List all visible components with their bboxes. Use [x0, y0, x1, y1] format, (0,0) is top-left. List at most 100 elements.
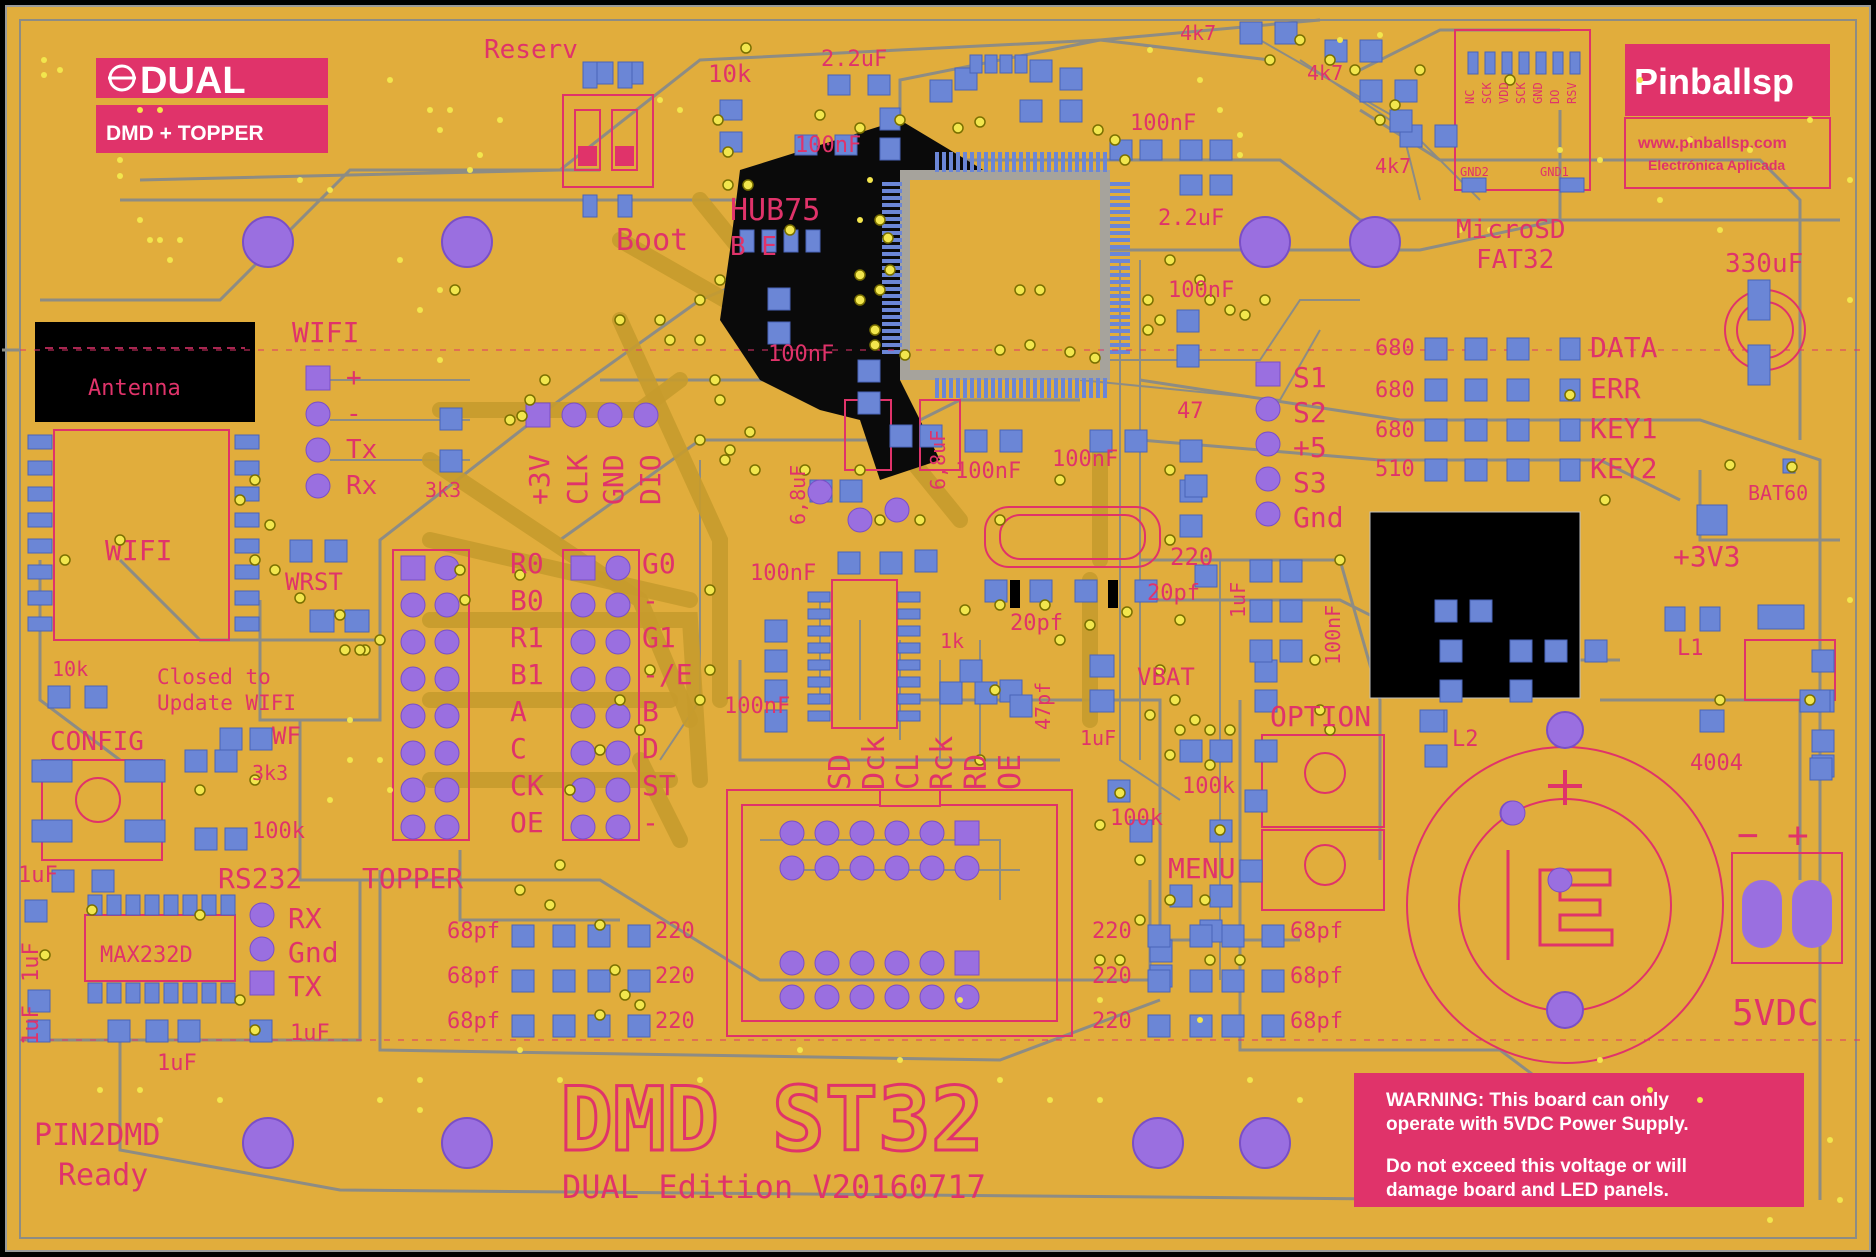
svg-text:510: 510 [1375, 457, 1415, 482]
svg-text:SCK: SCK [1480, 82, 1494, 104]
svg-text:680: 680 [1375, 418, 1415, 443]
svg-text:damage board and LED panels.: damage board and LED panels. [1386, 1180, 1669, 1201]
svg-text:220: 220 [1092, 964, 1132, 989]
svg-text:4k7: 4k7 [1180, 21, 1216, 45]
svg-text:FAT32: FAT32 [1476, 245, 1554, 275]
svg-text:68pf: 68pf [447, 919, 500, 944]
svg-text:SCK: SCK [1514, 82, 1528, 104]
svg-text:Gnd: Gnd [288, 936, 339, 969]
svg-text:220: 220 [655, 964, 695, 989]
board-title: DMD ST32 [560, 1068, 984, 1171]
mounting-holes [242, 216, 1401, 1169]
svg-text:1uF: 1uF [1080, 726, 1116, 750]
svg-text:OE: OE [510, 806, 544, 839]
svg-text:1uF: 1uF [1226, 582, 1250, 618]
svg-text:Electrónica Aplicada: Electrónica Aplicada [1648, 157, 1785, 173]
svg-text:Ready: Ready [58, 1158, 148, 1193]
svg-text:+: + [346, 363, 362, 393]
wifi-module: Antenna WIFI [35, 322, 255, 641]
svg-text:RSV: RSV [1565, 82, 1579, 104]
svg-text:www.pinballsp.com: www.pinballsp.com [1637, 135, 1787, 152]
max232-chip: MAX232D [84, 914, 236, 982]
svg-text:GND: GND [1531, 82, 1545, 104]
svg-text:NC: NC [1463, 90, 1477, 104]
hub75-connector [392, 549, 640, 841]
svg-text:680: 680 [1375, 336, 1415, 361]
svg-text:WIFI: WIFI [292, 316, 359, 349]
svg-text:680: 680 [1375, 378, 1415, 403]
svg-text:B1: B1 [510, 658, 544, 691]
boot-switch[interactable] [562, 94, 654, 188]
svg-text:6,8uF: 6,8uF [786, 465, 810, 525]
svg-text:DUAL: DUAL [140, 60, 246, 102]
svg-text:+: + [1787, 815, 1809, 856]
svg-text:Pinballsp: Pinballsp [1634, 61, 1794, 102]
svg-text:220: 220 [655, 919, 695, 944]
dmd-connector [726, 789, 1073, 1037]
svg-text:DIO: DIO [634, 454, 667, 505]
svg-text:Tx: Tx [346, 435, 377, 465]
svg-text:CONFIG: CONFIG [50, 727, 144, 757]
svg-text:10k: 10k [52, 657, 88, 681]
svg-text:GND1: GND1 [1540, 165, 1569, 179]
svg-text:+5: +5 [1293, 431, 1327, 464]
svg-text:1uF: 1uF [290, 1021, 330, 1046]
svg-text:DATA: DATA [1590, 331, 1658, 364]
svg-text:-: - [346, 399, 362, 429]
svg-text:-/E: -/E [642, 658, 693, 691]
svg-text:OE: OE [993, 754, 1028, 790]
svg-text:MENU: MENU [1168, 852, 1235, 885]
svg-text:R1: R1 [510, 621, 544, 654]
svg-text:B0: B0 [510, 584, 544, 617]
svg-text:A: A [510, 695, 527, 728]
svg-text:Gnd: Gnd [1293, 501, 1344, 534]
svg-text:RX: RX [288, 902, 322, 935]
svg-text:ST: ST [642, 769, 676, 802]
svg-text:1uF: 1uF [18, 863, 58, 888]
svg-text:1uF: 1uF [19, 1005, 44, 1045]
svg-text:MicroSD: MicroSD [1456, 215, 1566, 245]
svg-text:220: 220 [1092, 1009, 1132, 1034]
svg-text:B: B [642, 695, 659, 728]
svg-text:WARNING: This board can only: WARNING: This board can only [1386, 1090, 1669, 1111]
svg-text:6,8uF: 6,8uF [926, 430, 950, 490]
svg-text:3k3: 3k3 [425, 478, 461, 502]
svg-text:4k7: 4k7 [1375, 154, 1411, 178]
svg-text:220: 220 [1092, 919, 1132, 944]
board-edition: DUAL Edition V20160717 [562, 1168, 986, 1206]
svg-text:VDD: VDD [1497, 82, 1511, 104]
smd-pads [24, 21, 1835, 1043]
svg-text:5VDC: 5VDC [1732, 993, 1819, 1034]
svg-text:CL: CL [891, 754, 926, 790]
svg-text:L1: L1 [1677, 636, 1704, 661]
svg-text:WF: WF [272, 722, 301, 750]
svg-text:DO: DO [1548, 90, 1562, 104]
svg-text:CK: CK [510, 769, 544, 802]
svg-text:2.2uF: 2.2uF [1158, 206, 1224, 231]
svg-text:100k: 100k [1110, 806, 1163, 831]
svg-text:MAX232D: MAX232D [100, 943, 193, 968]
hub75-title: HUB75 [730, 193, 820, 228]
svg-text:20pf: 20pf [1147, 581, 1200, 606]
svg-text:−: − [1737, 815, 1759, 856]
svg-text:68pf: 68pf [447, 1009, 500, 1034]
svg-text:20pf: 20pf [1010, 611, 1063, 636]
svg-text:1uF: 1uF [19, 942, 44, 982]
svg-text:BAT60: BAT60 [1748, 481, 1808, 505]
dual-logo: DUAL DMD + TOPPER [96, 58, 328, 153]
svg-text:R0: R0 [510, 547, 544, 580]
svg-text:47: 47 [1177, 399, 1204, 424]
svg-text:100nF: 100nF [724, 694, 790, 719]
svg-text:DMD + TOPPER: DMD + TOPPER [106, 122, 264, 145]
svg-text:TOPPER: TOPPER [362, 862, 463, 895]
svg-text:RD: RD [959, 754, 994, 790]
microsd-slot [1454, 29, 1591, 191]
svg-text:G1: G1 [642, 621, 676, 654]
svg-text:68pf: 68pf [1290, 1009, 1343, 1034]
through-hole-pads [249, 361, 1573, 1010]
boot-label: Boot [616, 223, 688, 258]
reserv-label: Reserv [484, 35, 578, 65]
svg-text:4k7: 4k7 [1307, 61, 1343, 85]
svg-text:Rx: Rx [346, 471, 377, 501]
